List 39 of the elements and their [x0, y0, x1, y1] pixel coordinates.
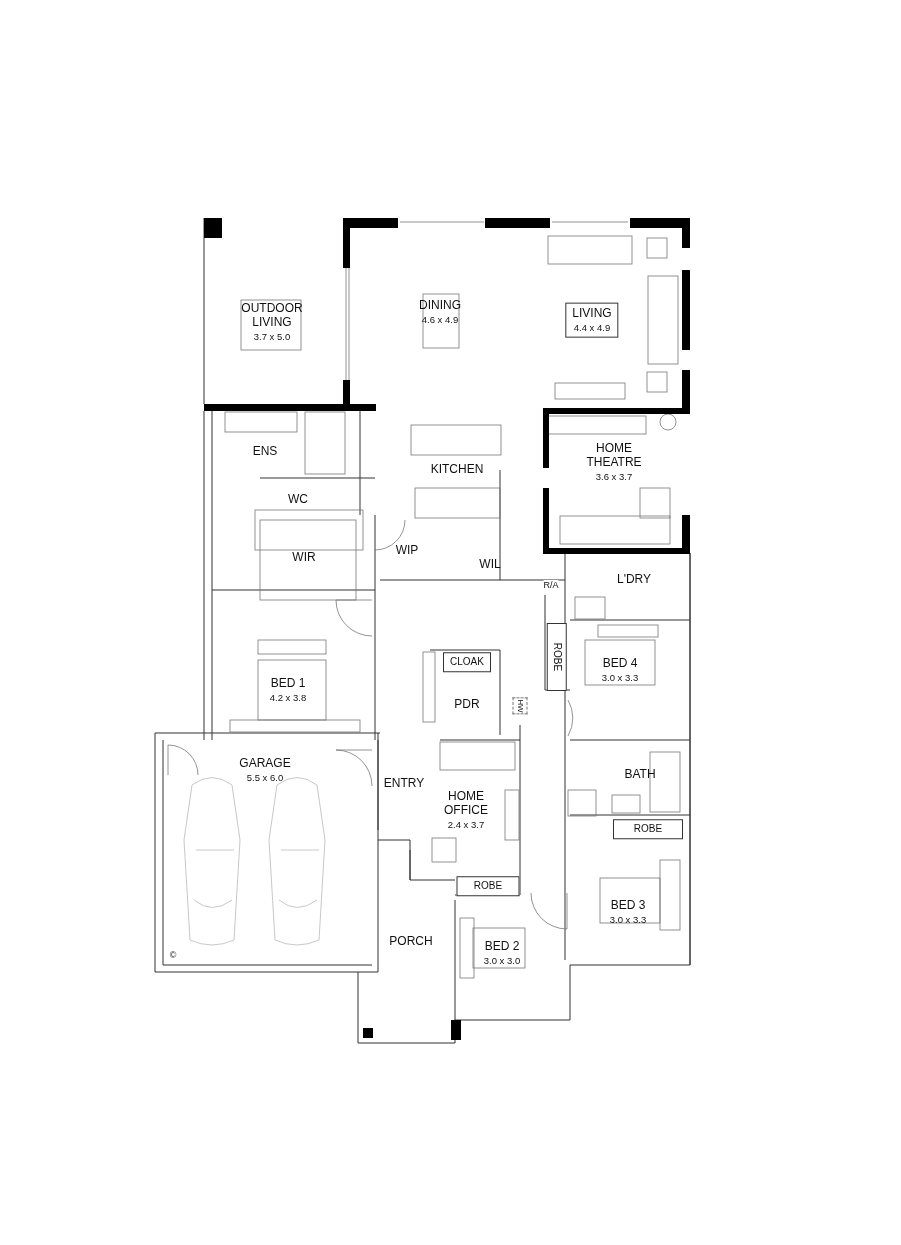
room-dimensions: 3.6 x 3.7	[595, 471, 633, 483]
room-name: HOME THEATRE	[585, 441, 643, 470]
room-name: KITCHEN	[430, 463, 484, 477]
room-name: BED 2	[484, 939, 520, 954]
room-name: GARAGE	[239, 756, 291, 771]
room-dimensions: 3.0 x 3.3	[609, 914, 647, 926]
storage-label: ROBE	[456, 876, 520, 896]
room-name: BED 3	[610, 898, 646, 913]
room-name: PDR	[454, 698, 480, 712]
room-name: PORCH	[389, 935, 433, 949]
room-dimensions: 4.4 x 4.9	[573, 322, 611, 334]
room-name: LIVING	[572, 306, 612, 321]
room-name: ENTRY	[383, 777, 425, 791]
room-name: BED 1	[270, 676, 306, 691]
room-name: OUTDOOR LIVING	[240, 301, 304, 330]
room-name: BATH	[624, 768, 656, 782]
plan-annotation: ©	[169, 950, 177, 960]
room-name: HOME OFFICE	[443, 789, 489, 818]
room-label-box	[565, 302, 619, 338]
plan-annotation: R/A	[543, 580, 559, 590]
plan-annotation: HW	[512, 697, 528, 715]
room-name: DINING	[419, 298, 461, 313]
room-dimensions: 2.4 x 3.7	[447, 819, 485, 831]
room-dimensions: 3.0 x 3.0	[483, 955, 521, 967]
room-name: WIR	[292, 551, 316, 565]
room-name: ENS	[252, 445, 278, 459]
storage-label: ROBE	[613, 819, 683, 839]
room-name: WIP	[395, 544, 419, 558]
room-name: L'DRY	[616, 573, 652, 587]
room-dimensions: 4.2 x 3.8	[269, 692, 307, 704]
room-name: BED 4	[602, 656, 638, 671]
room-dimensions: 3.0 x 3.3	[601, 672, 639, 684]
storage-label: ROBE	[547, 623, 567, 691]
room-dimensions: 5.5 x 6.0	[246, 772, 284, 784]
room-name: WC	[288, 493, 308, 507]
room-name: WIL	[479, 558, 501, 572]
room-dimensions: 4.6 x 4.9	[421, 314, 459, 326]
room-dimensions: 3.7 x 5.0	[253, 331, 291, 343]
storage-label: CLOAK	[443, 652, 491, 672]
